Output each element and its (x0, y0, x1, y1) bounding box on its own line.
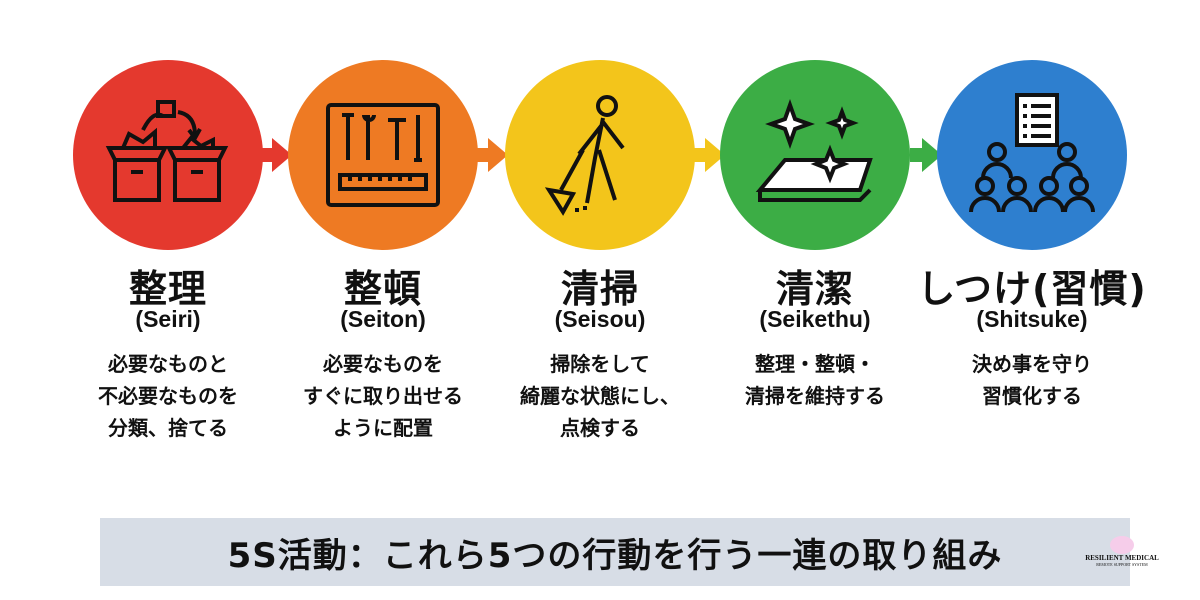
step-romaji: (Seiri) (135, 306, 201, 332)
desc-line: ように配置 (333, 416, 433, 440)
logo-name: RESILIENT MEDICAL (1085, 554, 1159, 562)
dove-icon (1110, 536, 1134, 554)
desc-line: 点検する (560, 416, 640, 440)
sparkling-surface-icon (755, 99, 873, 202)
step-title: 整頓 (343, 267, 422, 311)
desc-line: 必要なものと (108, 352, 228, 376)
step-romaji: (Shitsuke) (976, 306, 1088, 332)
desc-line: 必要なものを (323, 352, 443, 376)
arrow-right-icon (272, 138, 292, 172)
desc-line: 清掃を維持する (745, 384, 885, 408)
person-sweeping-icon (544, 95, 625, 216)
logo-tagline: REMOTE SUPPORT SYSTEM (1096, 562, 1148, 567)
arrow-right-icon (488, 138, 508, 172)
step-description: 必要なものと 不必要なものを 分類、捨てる (43, 348, 293, 444)
step-title: 整理 (128, 267, 207, 311)
arrow-shaft (910, 148, 924, 162)
resilient-medical-logo: RESILIENT MEDICAL REMOTE SUPPORT SYSTEM (1082, 536, 1162, 567)
step-description: 整理・整頓・ 清掃を維持する (690, 348, 940, 412)
desc-line: すぐに取り出せる (303, 384, 463, 408)
arrow-shaft (693, 148, 707, 162)
step-description: 掃除をして 綺麗な状態にし、 点検する (475, 348, 725, 444)
desc-line: 習慣化する (982, 384, 1082, 408)
desc-line: 整理・整頓・ (755, 352, 875, 376)
arrow-shaft (260, 148, 274, 162)
boxes-sorting-icon (105, 100, 229, 202)
step-romaji: (Seisou) (554, 306, 646, 332)
desc-line: 綺麗な状態にし、 (520, 384, 680, 408)
seiton-circle (288, 60, 478, 250)
step-title: しつけ(習慣) (917, 267, 1147, 311)
step-description: 決め事を守り 習慣化する (907, 348, 1157, 412)
desc-line: 不必要なものを (98, 384, 238, 408)
desc-line: 分類、捨てる (108, 416, 228, 440)
shitsuke-circle (937, 60, 1127, 250)
desc-line: 掃除をして (550, 352, 650, 376)
step-title: 清掃 (560, 267, 639, 311)
team-checklist-icon (969, 93, 1095, 213)
summary-banner: 5S活動：これら5つの行動を行う一連の取り組み (100, 518, 1130, 586)
desc-line: 決め事を守り (972, 352, 1092, 376)
seiri-circle (73, 60, 263, 250)
arrow-shaft (476, 148, 490, 162)
step-romaji: (Seikethu) (759, 306, 871, 332)
step-title: 清潔 (775, 267, 854, 311)
seiketsu-circle (720, 60, 910, 250)
step-romaji: (Seiton) (340, 306, 426, 332)
step-description: 必要なものを すぐに取り出せる ように配置 (258, 348, 508, 444)
seisou-circle (505, 60, 695, 250)
tool-pegboard-icon (326, 103, 440, 207)
